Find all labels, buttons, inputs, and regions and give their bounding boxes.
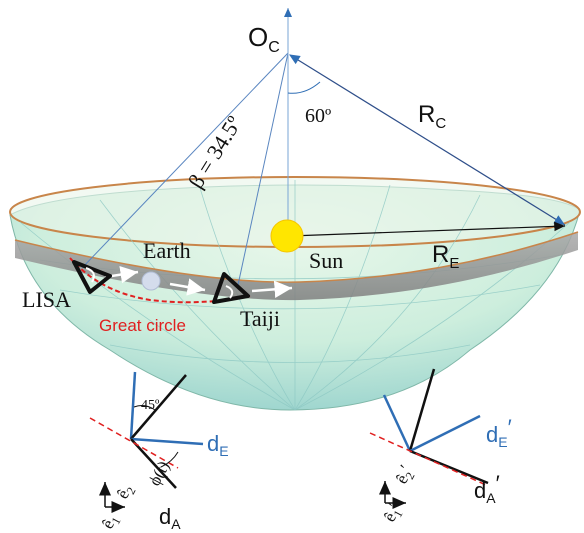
center-label: OC — [248, 22, 280, 56]
taiji-label: Taiji — [240, 306, 280, 331]
lisa-triangle-icon — [72, 260, 112, 294]
lisa-label: LISA — [22, 287, 71, 312]
earth-icon — [141, 271, 161, 291]
left-d-a-label: dA — [159, 504, 181, 532]
left-angle-45-label: 45º — [141, 398, 160, 413]
right-d-a-label: dA′ — [474, 471, 500, 506]
radius-e-label: RE — [432, 241, 459, 272]
radius-e-line — [288, 221, 566, 241]
right-e2-label: ê2′ — [390, 462, 419, 489]
earth-label: Earth — [143, 238, 191, 263]
sun-label: Sun — [309, 248, 343, 273]
left-e2-label: ê2 — [113, 481, 139, 503]
radius-c-line — [288, 54, 566, 226]
left-d-e-label: dE — [207, 431, 229, 459]
left-e1-label: ê1 — [98, 511, 124, 533]
radius-c-label: RC — [418, 101, 446, 132]
left-frame-diagram — [89, 371, 204, 513]
orbit-band-rim — [14, 231, 579, 283]
taiji-triangle-icon — [212, 272, 250, 304]
angle-60-arc — [287, 81, 321, 94]
right-frame-diagram — [369, 368, 489, 509]
sun-icon — [270, 219, 304, 253]
angle-60-label: 60º — [305, 105, 331, 127]
right-d-e-label: dE′ — [486, 415, 512, 450]
great-circle-label: Great circle — [99, 316, 186, 335]
right-e1-label: ê1′ — [378, 500, 407, 527]
